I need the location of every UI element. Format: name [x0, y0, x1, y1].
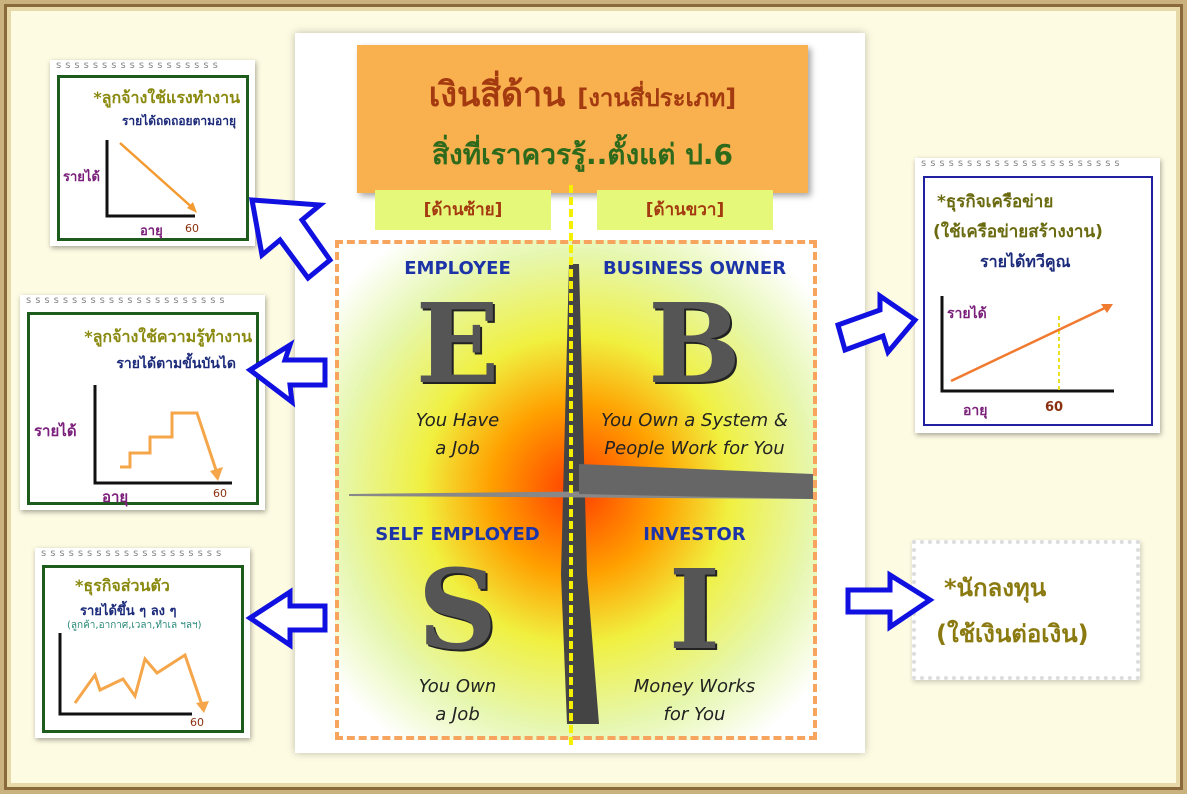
quadrant-b: BUSINESS OWNER B You Own a System & Peop…	[576, 244, 813, 490]
axis-x-label: อายุ	[102, 488, 129, 506]
axis-tick: 60	[185, 222, 199, 235]
card-title: *ลูกจ้างใช้ความรู้ทำงาน	[84, 327, 252, 346]
card-title: *ธุรกิจส่วนตัว	[75, 576, 170, 595]
quadrant-desc: People Work for You	[604, 438, 785, 459]
spiral-binding: ssssssssssssssssssssss	[921, 158, 1124, 169]
spiral-binding: ssssssssssssssssssss	[41, 548, 226, 559]
quadrant-desc: You Own	[418, 676, 497, 697]
quadrant-desc: Money Works	[633, 676, 756, 697]
arrow-to-employee-knowledge-icon	[245, 339, 328, 408]
quadrant-heading: SELF EMPLOYED	[375, 524, 540, 545]
axis-x-label: อายุ	[140, 224, 163, 239]
arrow-to-network-icon	[834, 291, 919, 358]
axis-y-label: รายได้	[34, 422, 77, 440]
quadrant-letter: S	[417, 545, 498, 674]
arrow-to-investor-icon	[845, 570, 935, 632]
quadrant-heading: EMPLOYEE	[404, 258, 511, 279]
exponential-line-chart	[940, 296, 1114, 393]
arrow-to-self-business-icon	[245, 587, 328, 650]
card-subtitle: (ใช้เครือข่ายสร้างงาน)	[933, 222, 1103, 242]
quadrant-heading: INVESTOR	[643, 524, 746, 545]
title-subtitle: สิ่งที่เราควรรู้..ตั้งแต่ ป.6	[431, 138, 734, 171]
arrow-to-employee-labor-icon	[248, 197, 334, 282]
quadrant-desc: You Own a System &	[601, 410, 788, 431]
stair-line-chart	[93, 385, 232, 485]
quadrant-letter: B	[648, 279, 741, 408]
card-network-business: ssssssssssssssssssssss *ธุรกิจเครือข่าย …	[915, 158, 1160, 433]
card-subtitle-2: รายได้ทวีคูณ	[980, 252, 1071, 271]
card-self-business: ssssssssssssssssssss *ธุรกิจส่วนตัว รายไ…	[35, 548, 250, 738]
axis-x-label: อายุ	[963, 403, 988, 419]
axis-y-label: รายได้	[63, 170, 100, 185]
card-note: (ลูกค้า,อากาศ,เวลา,ทำเล ฯลฯ)	[67, 620, 202, 631]
spiral-binding: ssssssssssssssssssssss	[26, 295, 229, 306]
quadrant-i: INVESTOR I Money Works for You	[576, 490, 813, 736]
quadrant-desc: for You	[663, 704, 726, 725]
card-subtitle: รายได้ขึ้น ๆ ลง ๆ	[80, 604, 177, 619]
axis-tick: 60	[213, 487, 227, 500]
title-bracket: [งานสี่ประเภท]	[577, 84, 737, 112]
card-subtitle: (ใช้เงินต่อเงิน)	[936, 620, 1089, 648]
card-subtitle: รายได้ตามขั้นบันได	[116, 356, 236, 372]
title-main: เงินสี่ด้าน	[428, 75, 566, 115]
axis-y-label: รายได้	[947, 306, 987, 322]
center-divider	[569, 185, 573, 745]
quadrant-letter: E	[415, 279, 500, 408]
quadrant-letter: I	[668, 545, 721, 674]
axis-tick: 60	[190, 716, 204, 729]
spiral-binding: ssssssssssssssssss	[56, 60, 222, 71]
card-title: *ธุรกิจเครือข่าย	[937, 192, 1054, 212]
quadrant-desc: You Have	[415, 410, 500, 431]
quadrant-desc: a Job	[435, 704, 480, 725]
fluctuating-line-chart	[58, 633, 209, 716]
card-subtitle: รายได้ถดถอยตามอายุ	[121, 114, 236, 128]
quadrant-heading: BUSINESS OWNER	[602, 258, 787, 279]
declining-line-chart	[105, 140, 197, 218]
side-right-label: [ด้านขวา]	[597, 190, 773, 230]
title-box: เงินสี่ด้าน [งานสี่ประเภท] สิ่งที่เราควร…	[357, 45, 808, 193]
card-title: *ลูกจ้างใช้แรงทำงาน	[93, 88, 240, 107]
card-investor: *นักลงทุน (ใช้เงินต่อเงิน)	[912, 540, 1140, 680]
card-employee-knowledge: ssssssssssssssssssssss *ลูกจ้างใช้ความรู…	[20, 295, 265, 510]
card-title: *นักลงทุน	[944, 574, 1047, 602]
card-employee-labor: ssssssssssssssssss *ลูกจ้างใช้แรงทำงาน ร…	[50, 60, 255, 246]
quadrant-s: SELF EMPLOYED S You Own a Job	[339, 490, 576, 736]
cashflow-quadrant: EMPLOYEE E You Have a Job BUSINESS OWNER…	[335, 240, 817, 740]
quadrant-e: EMPLOYEE E You Have a Job	[339, 244, 576, 490]
quadrant-desc: a Job	[435, 438, 480, 459]
side-left-label: [ด้านซ้าย]	[375, 190, 551, 230]
axis-tick: 60	[1045, 400, 1064, 415]
